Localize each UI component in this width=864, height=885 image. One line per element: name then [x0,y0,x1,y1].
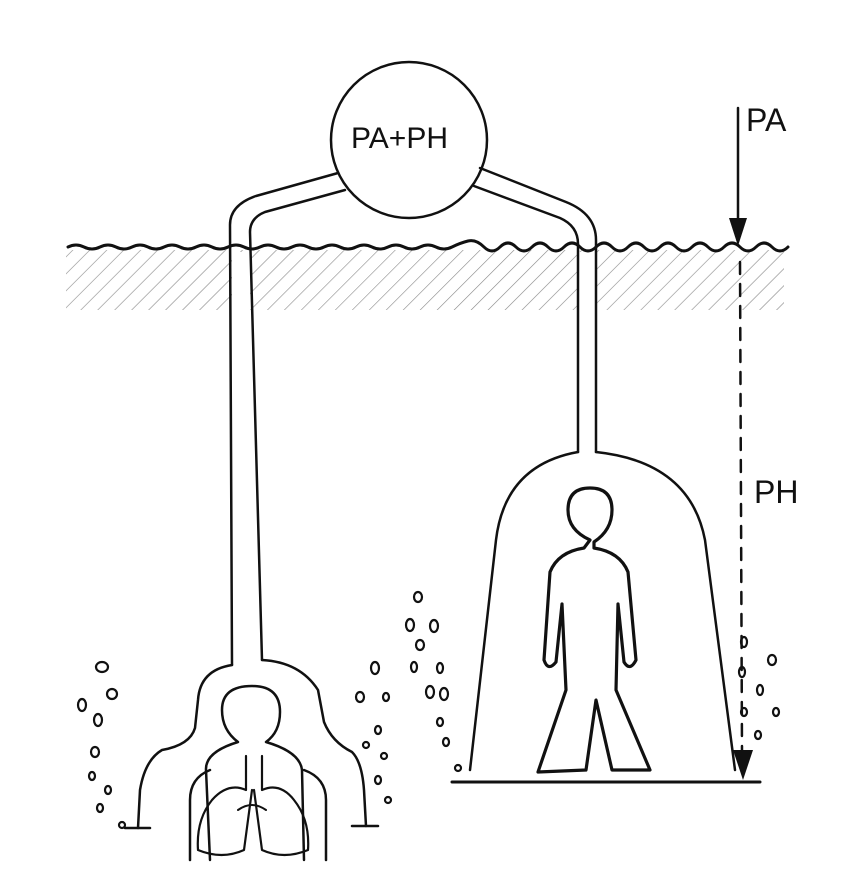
right-pipe-outer [478,166,598,454]
diver-body [204,684,306,862]
ph-label: PH [754,474,799,510]
surface-line [66,239,790,253]
pa-label: PA [746,102,787,138]
diver-lungs [196,754,254,857]
ph-arrow-shaft [738,260,744,754]
source-pressure-label: PA+PH [351,122,448,155]
bubbles-middle [354,660,393,805]
pa-arrow-head [729,218,747,246]
ph-arrow-head [733,750,753,780]
ground-hatching [66,250,784,310]
left-pipe-inner [248,188,347,662]
left-pipe-outer [228,171,340,667]
bubbles-left [76,660,127,830]
diving-bell [468,450,580,772]
diver-helmet [136,663,234,830]
bubbles-bell-right [737,635,781,741]
pressure-source-circle [329,60,489,220]
bubbles-bell-left [404,590,463,773]
right-pipe-inner [472,184,580,454]
standing-person [536,486,652,774]
